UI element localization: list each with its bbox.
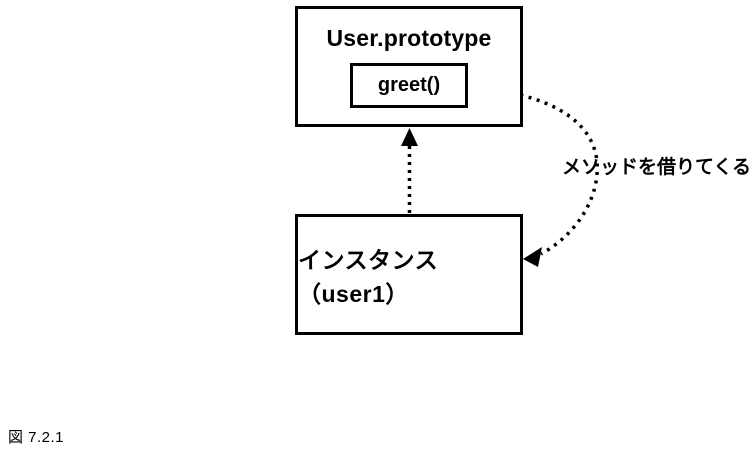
prototype-link-arrow [401, 128, 418, 213]
borrow-arrow-label: メソッドを借りてくる [562, 157, 750, 178]
prototype-box-label: User.prototype [326, 25, 492, 51]
instance-box: インスタンス（user1） [295, 214, 523, 335]
figure-caption: 図 7.2.1 [8, 429, 65, 446]
method-box-label: greet() [377, 74, 441, 96]
method-box: greet() [350, 63, 468, 108]
prototype-box: User.prototype greet() [295, 6, 523, 127]
instance-box-label: インスタンス（user1） [298, 246, 439, 307]
